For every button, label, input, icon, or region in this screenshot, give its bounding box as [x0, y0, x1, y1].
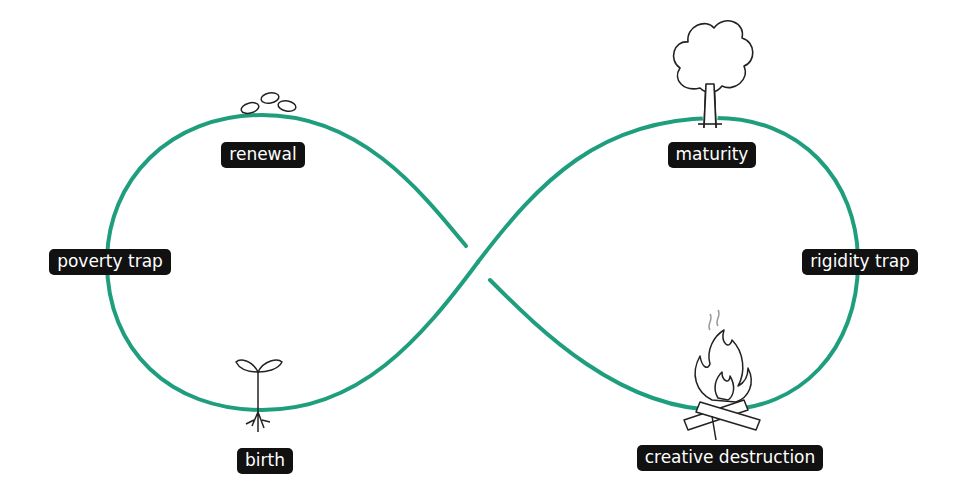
- stage-label: rigidity trap: [802, 249, 918, 275]
- stage-text: maturity: [676, 144, 749, 164]
- loop-right-strand: [478, 118, 858, 410]
- sprout-icon: [236, 360, 282, 432]
- stage-label: creative destruction: [637, 445, 824, 471]
- fire-icon: [684, 310, 760, 440]
- stage-text: renewal: [229, 144, 296, 164]
- stage-label: renewal: [221, 142, 304, 168]
- stage-text: poverty trap: [57, 251, 163, 271]
- stage-label: poverty trap: [49, 249, 171, 275]
- infinity-loop: [107, 115, 858, 410]
- stage-text: creative destruction: [645, 447, 816, 467]
- stage-label: birth: [237, 448, 293, 474]
- seeds-icon: [240, 92, 297, 116]
- tree-icon: [674, 21, 753, 128]
- stage-text: rigidity trap: [810, 251, 910, 271]
- stage-text: birth: [245, 450, 285, 470]
- stage-label: maturity: [668, 142, 757, 168]
